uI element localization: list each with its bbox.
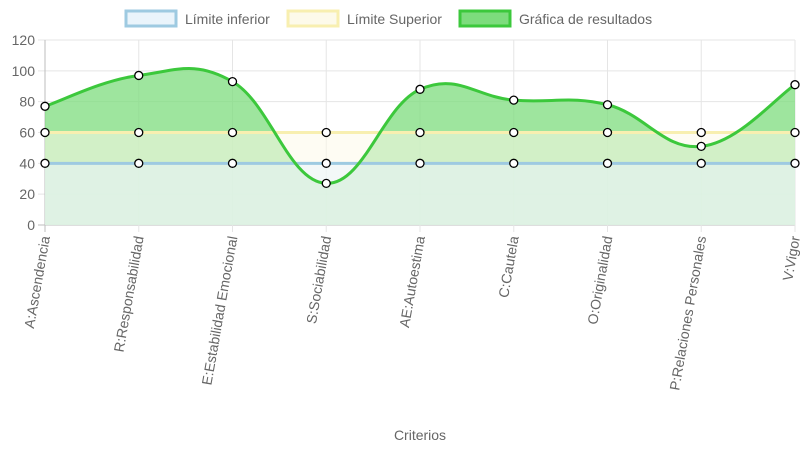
data-point[interactable]: [321, 158, 331, 168]
data-points: [40, 70, 800, 189]
data-point[interactable]: [134, 70, 144, 81]
data-point[interactable]: [40, 158, 50, 168]
y-tick-label: 100: [12, 63, 36, 79]
legend-item[interactable]: Gráfica de resultados: [458, 9, 652, 28]
y-tick-label: 60: [19, 125, 35, 141]
legend-label: Gráfica de resultados: [519, 11, 652, 27]
data-point[interactable]: [696, 141, 706, 152]
data-point[interactable]: [134, 127, 144, 138]
legend-swatch: [458, 9, 512, 28]
legend[interactable]: Límite inferior Límite Superior Gráfica de…: [124, 9, 652, 28]
y-tick-label: 40: [19, 155, 35, 171]
data-point[interactable]: [321, 127, 331, 138]
category-label: A:Ascendencia: [21, 235, 53, 330]
data-point[interactable]: [227, 76, 238, 87]
data-point[interactable]: [509, 95, 519, 105]
category-label: E:Estabilidad Emocional: [198, 235, 240, 386]
data-point[interactable]: [509, 158, 519, 168]
data-point[interactable]: [227, 127, 238, 138]
data-point[interactable]: [415, 84, 425, 94]
data-point[interactable]: [415, 127, 425, 138]
legend-label: Límite Superior: [347, 11, 442, 27]
legend-swatch: [286, 9, 340, 28]
series-line-2: [44, 67, 796, 185]
y-tick-label: 80: [19, 94, 35, 110]
category-label: AE:Autoestima: [396, 235, 428, 329]
x-axis-ticks: A:Ascendencia R:Responsabilidad E:Estabili…: [21, 234, 800, 391]
category-label: R:Responsabilidad: [111, 235, 147, 354]
category-label: C:Cautela: [495, 235, 522, 299]
data-point[interactable]: [40, 101, 50, 111]
series-area-0: [45, 163, 795, 225]
data-point[interactable]: [602, 127, 613, 138]
category-label: V:Vigor: [779, 234, 800, 282]
category-label: O:Originalidad: [584, 235, 615, 326]
legend-label: Límite inferior: [185, 11, 270, 27]
data-point[interactable]: [790, 127, 800, 138]
data-point[interactable]: [790, 80, 800, 90]
y-axis-ticks: 0 20 40 60 80 100 120: [12, 32, 36, 233]
legend-swatch: [124, 9, 178, 28]
legend-item[interactable]: Límite inferior: [124, 9, 270, 28]
data-point[interactable]: [602, 158, 613, 168]
x-axis-title: Criterios: [394, 427, 446, 443]
data-point[interactable]: [134, 158, 144, 168]
data-point[interactable]: [321, 178, 331, 189]
data-point[interactable]: [696, 127, 706, 138]
y-tick-label: 20: [19, 186, 35, 202]
y-tick-label: 120: [12, 32, 36, 48]
data-point[interactable]: [602, 100, 613, 110]
data-point[interactable]: [415, 158, 425, 168]
category-label: P:Relaciones Personales: [666, 235, 709, 392]
data-point[interactable]: [509, 127, 519, 138]
legend-item[interactable]: Límite Superior: [286, 9, 442, 28]
data-point[interactable]: [40, 127, 50, 138]
category-label: S:Sociabilidad: [303, 235, 334, 325]
data-point[interactable]: [790, 158, 800, 168]
data-point[interactable]: [696, 158, 706, 168]
data-point[interactable]: [227, 158, 238, 168]
y-tick-label: 0: [27, 217, 35, 233]
